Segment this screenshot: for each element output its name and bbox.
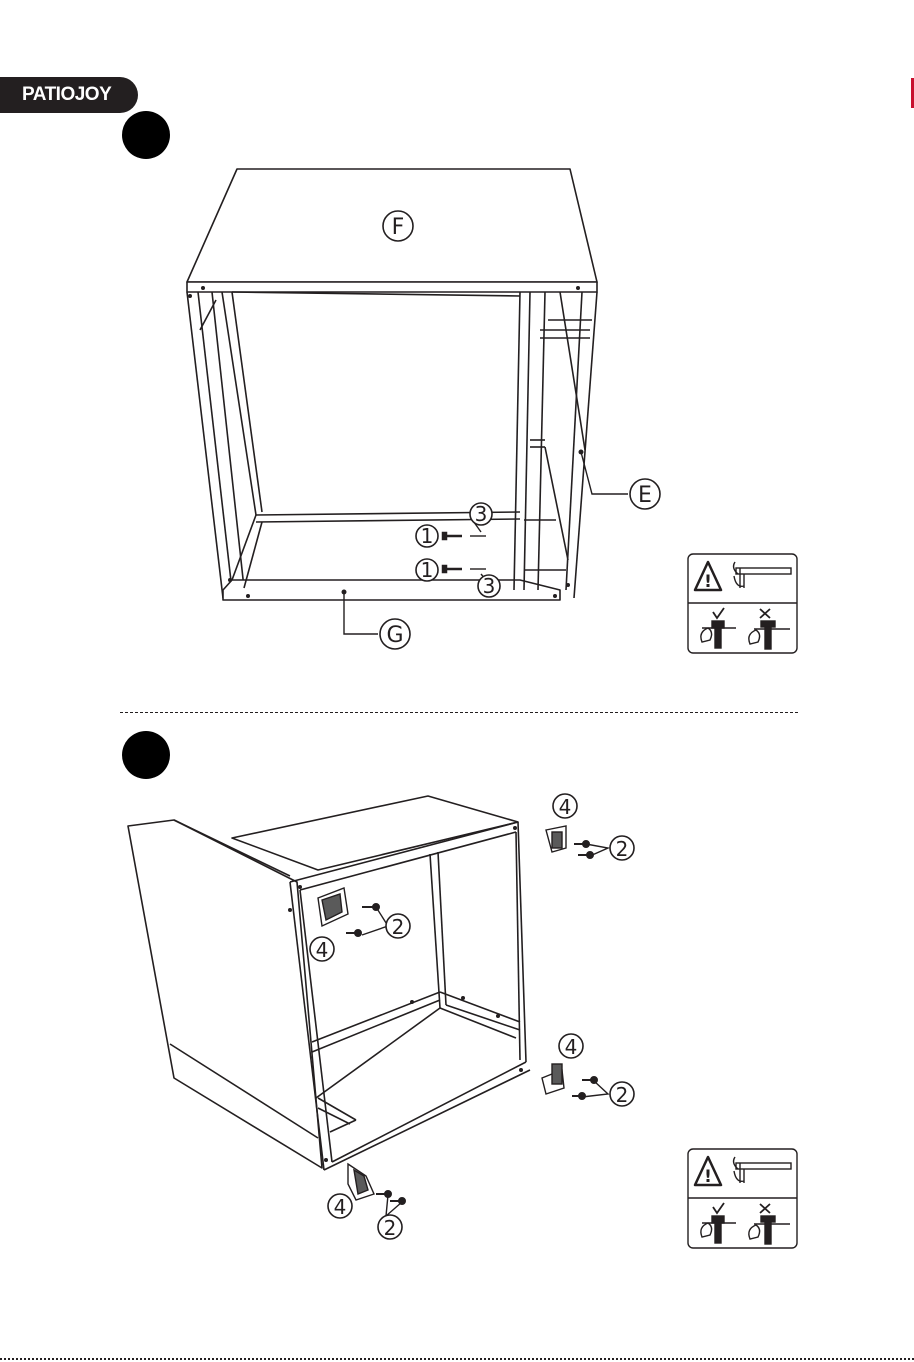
part-callout-bracket-left-bottom: 4 xyxy=(328,1194,352,1219)
caution-icon-box: ! xyxy=(688,1149,797,1248)
part-callout-bracket-right-bottom: 4 xyxy=(559,1034,583,1059)
svg-text:2: 2 xyxy=(384,1216,397,1240)
bolts-group xyxy=(443,533,486,572)
panel-label-top: F xyxy=(383,211,413,241)
svg-text:!: ! xyxy=(704,572,712,592)
svg-text:2: 2 xyxy=(616,837,629,861)
svg-text:4: 4 xyxy=(559,795,572,819)
svg-text:2: 2 xyxy=(392,915,405,939)
svg-text:F: F xyxy=(392,215,405,240)
part-callout-screws-right-top: 2 xyxy=(610,836,634,861)
part-callout-screws-right-bottom: 2 xyxy=(610,1082,634,1107)
part-callout-bracket-right-top: 4 xyxy=(553,794,577,819)
corner-brackets xyxy=(318,826,566,1200)
svg-text:E: E xyxy=(638,483,652,508)
bottom-frame xyxy=(223,580,560,600)
svg-text:1: 1 xyxy=(421,524,434,548)
svg-text:1: 1 xyxy=(421,558,434,582)
side-panel xyxy=(128,820,322,1168)
svg-text:3: 3 xyxy=(483,574,496,598)
svg-text:G: G xyxy=(386,623,403,648)
part-callout-screws-left-bottom: 2 xyxy=(378,1215,402,1240)
step-one-diagram: F E G 3 1 1 3 ! xyxy=(0,0,914,700)
svg-text:4: 4 xyxy=(565,1035,578,1059)
part-callout-bolt-lower: 1 xyxy=(416,558,438,582)
svg-text:4: 4 xyxy=(334,1195,347,1219)
panel-label-side: E xyxy=(630,479,660,509)
panel-label-bottom: G xyxy=(380,619,410,649)
part-callout-bracket-left-top: 4 xyxy=(310,937,334,962)
caution-icon-box: ! xyxy=(688,554,797,653)
svg-text:3: 3 xyxy=(475,502,488,526)
svg-text:!: ! xyxy=(704,1167,712,1187)
part-callout-washer-lower: 3 xyxy=(478,574,500,598)
part-callout-washer-upper: 3 xyxy=(470,502,492,526)
step-two-diagram: 4 2 4 2 4 2 4 2 ! xyxy=(0,700,914,1360)
part-callout-screws-left-top: 2 xyxy=(386,914,410,939)
svg-text:4: 4 xyxy=(316,938,329,962)
svg-text:2: 2 xyxy=(616,1083,629,1107)
part-callout-bolt-upper: 1 xyxy=(416,524,438,548)
page-bottom-rule xyxy=(0,1358,914,1360)
